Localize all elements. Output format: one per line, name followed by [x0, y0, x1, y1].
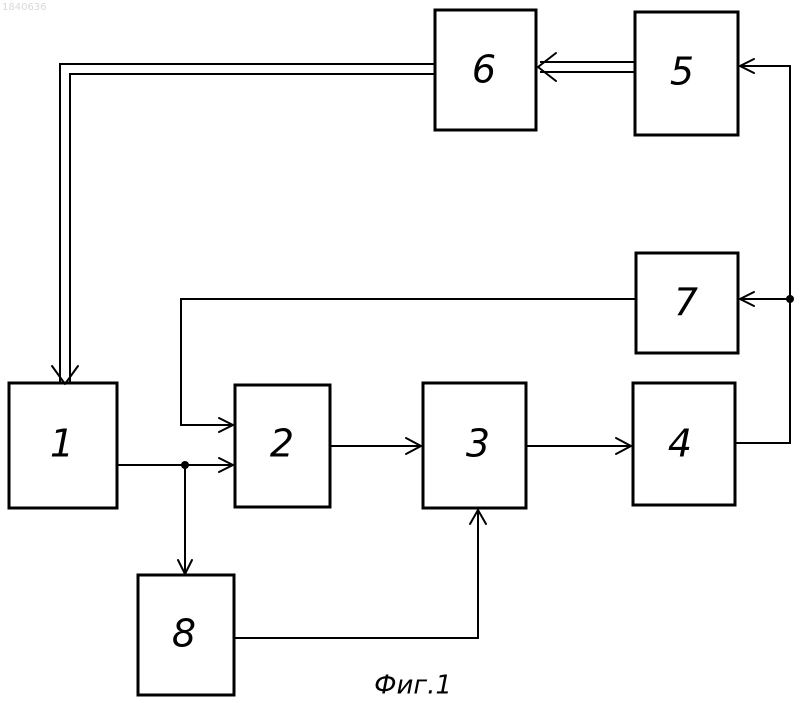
block-6-label: 6 [472, 48, 496, 92]
connection-4-feedback [735, 59, 790, 443]
connection-to-8 [178, 465, 192, 574]
connection-2-to-3 [330, 438, 421, 454]
block-8-label: 8 [172, 612, 196, 656]
block-7-label: 7 [674, 281, 698, 325]
connection-to-7 [740, 292, 790, 306]
block-5-label: 5 [670, 50, 694, 94]
bus-6-to-1 [52, 64, 435, 384]
bus-5-to-6 [538, 53, 635, 81]
connection-3-to-4 [526, 438, 631, 454]
document-id: 1840636 [2, 2, 47, 13]
block-2-label: 2 [270, 422, 294, 466]
block-1-label: 1 [50, 422, 74, 466]
figure-caption: Фиг.1 [374, 671, 452, 701]
connection-1-to-2 [117, 458, 233, 472]
block-4-label: 4 [668, 422, 692, 466]
connection-8-to-3 [234, 510, 486, 638]
block-3-label: 3 [466, 422, 490, 466]
